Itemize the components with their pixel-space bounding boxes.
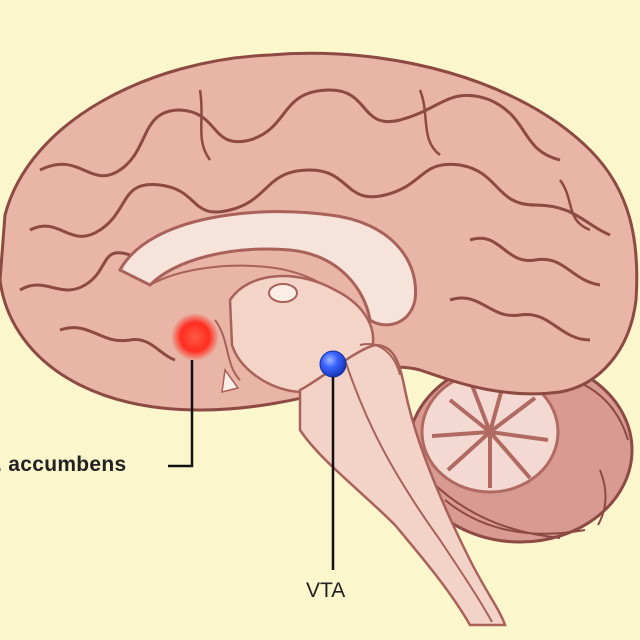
accumbens-label: . accumbens bbox=[0, 454, 127, 475]
vta-marker bbox=[320, 351, 346, 377]
nucleus-accumbens-marker bbox=[171, 313, 219, 361]
vta-label: VTA bbox=[306, 580, 345, 601]
